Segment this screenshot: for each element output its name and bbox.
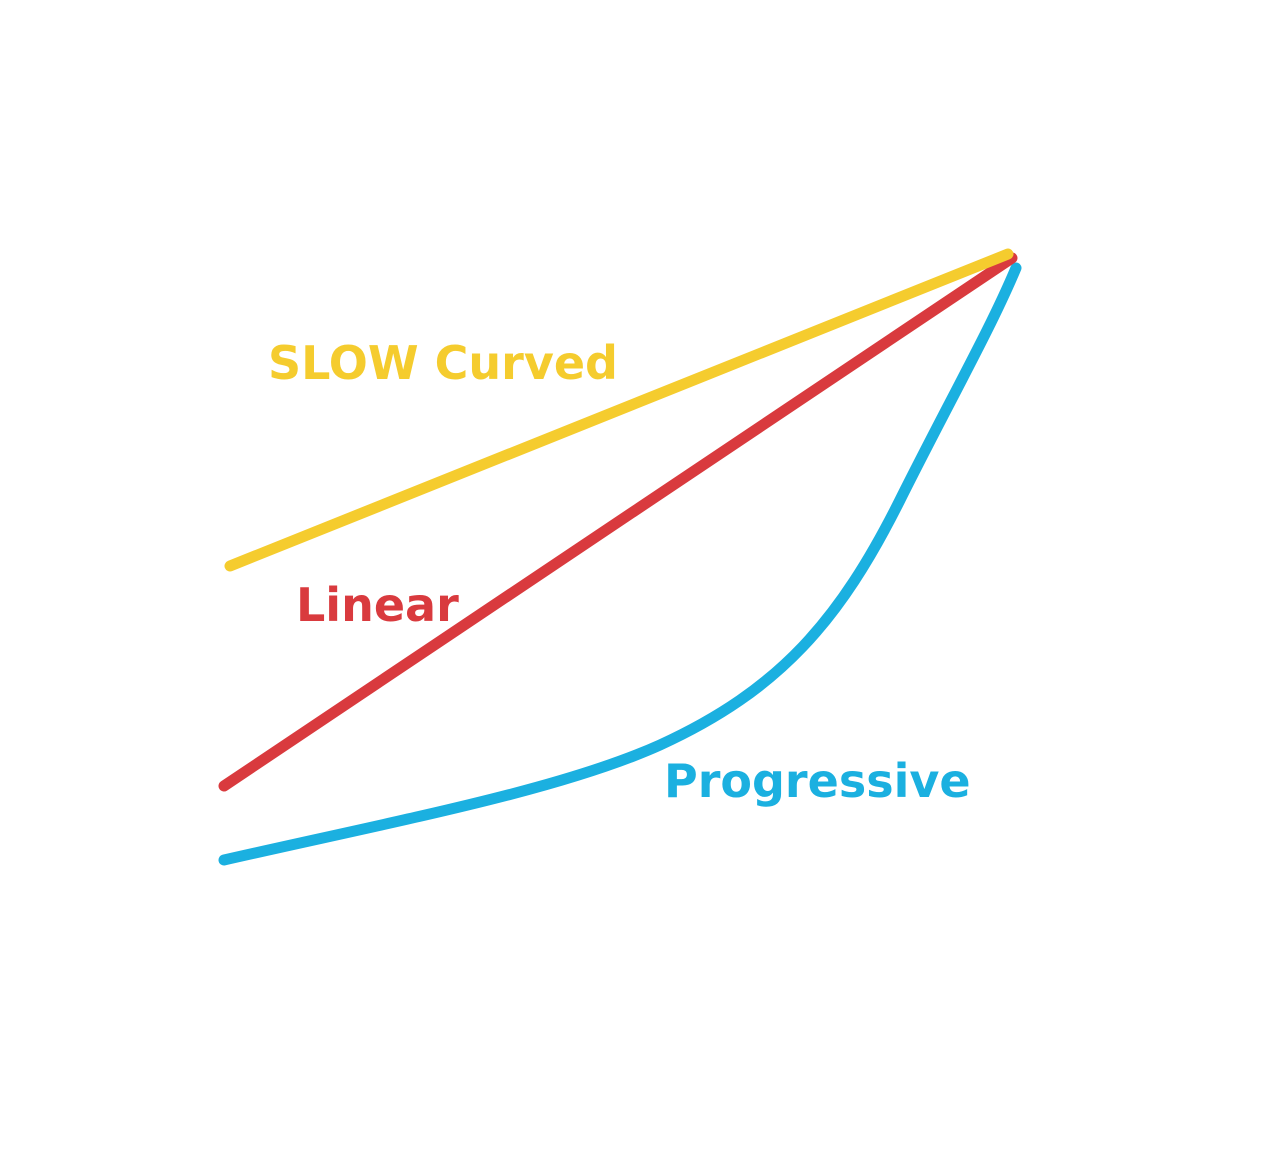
slow-curved-line — [224, 248, 1014, 572]
progressive-curve — [218, 262, 1022, 866]
linear-line — [218, 252, 1018, 792]
slow-curved-label: SLOW Curved — [268, 336, 618, 390]
progressive-label: Progressive — [664, 754, 971, 808]
linear-label: Linear — [296, 578, 459, 632]
